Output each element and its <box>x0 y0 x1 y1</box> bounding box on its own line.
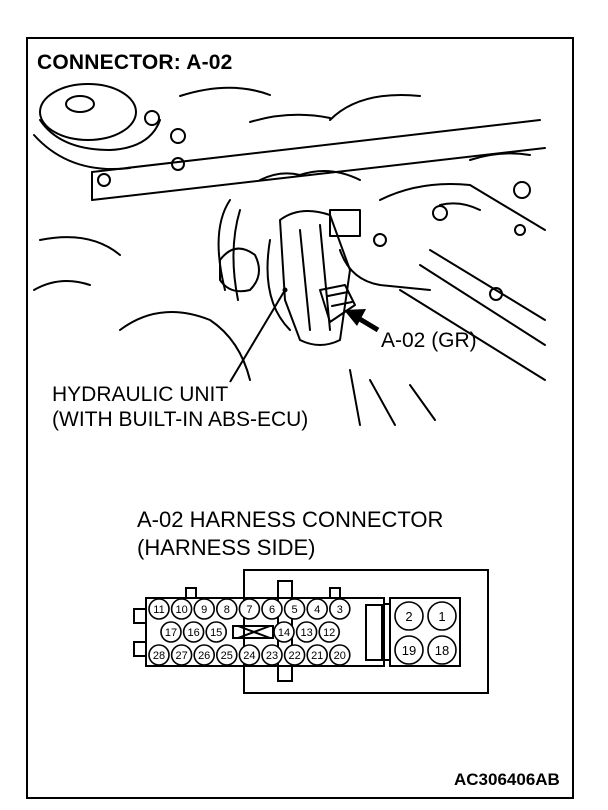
connector-pin-label: 10 <box>175 604 187 616</box>
connector-pin-label: 11 <box>153 604 164 616</box>
connector-pin-label: 23 <box>266 650 278 662</box>
connector-pin-label: 25 <box>221 650 233 662</box>
connector-pin-label: 16 <box>187 627 199 639</box>
connector-pin-24 <box>238 644 261 666</box>
figure-frame <box>26 37 574 799</box>
connector-pin-label: 26 <box>198 650 210 662</box>
connector-pin-19 <box>394 635 424 665</box>
connector-pin-28 <box>148 644 170 666</box>
connector-pin-8 <box>216 598 238 620</box>
connector-pin-21 <box>306 644 329 666</box>
connector-pin-15 <box>205 621 227 643</box>
connector-callout-label: A-02 (GR) <box>381 329 477 352</box>
hydraulic-unit-sublabel: (WITH BUILT-IN ABS-ECU) <box>52 408 309 431</box>
connector-pin-22 <box>283 644 306 666</box>
connector-pin-label: 4 <box>314 604 320 616</box>
connector-pin-4 <box>306 598 329 620</box>
connector-pin-label: 2 <box>405 609 412 624</box>
connector-pin-5 <box>283 598 306 620</box>
hydraulic-unit-label: HYDRAULIC UNIT <box>52 383 229 406</box>
connector-pin-9 <box>193 598 215 620</box>
connector-pin-label: 12 <box>323 627 335 639</box>
connector-pin-12 <box>318 621 341 643</box>
connector-pin-label: 22 <box>288 650 300 662</box>
connector-pin-11 <box>148 598 170 620</box>
connector-pin-label: 19 <box>402 643 416 658</box>
harness-connector-face <box>133 569 489 694</box>
connector-pin-7 <box>238 598 261 620</box>
connector-pin-label: 1 <box>438 609 445 624</box>
connector-pin-label: 24 <box>243 650 255 662</box>
page-title: CONNECTOR: A-02 <box>37 51 233 74</box>
figure-code: AC306406AB <box>454 770 560 789</box>
connector-pin-label: 27 <box>175 650 187 662</box>
engine-bay-drawing <box>33 83 546 426</box>
connector-pin-label: 18 <box>435 643 449 658</box>
connector-pin-label: 7 <box>246 604 252 616</box>
connector-pin-13 <box>295 621 318 643</box>
connector-pin-label: 14 <box>278 627 290 639</box>
connector-pin-label: 8 <box>224 604 230 616</box>
harness-connector-title: A-02 HARNESS CONNECTOR <box>137 507 444 532</box>
connector-pin-label: 15 <box>210 627 222 639</box>
connector-pin-label: 5 <box>292 604 298 616</box>
connector-pin-3 <box>328 598 351 620</box>
connector-pin-label: 3 <box>337 604 343 616</box>
connector-pin-26 <box>193 644 215 666</box>
connector-pin-23 <box>261 644 283 666</box>
connector-pin-18 <box>427 635 457 665</box>
connector-pin-label: 6 <box>269 604 275 616</box>
connector-pin-25 <box>216 644 238 666</box>
connector-pin-14 <box>273 621 295 643</box>
hydraulic-unit-leader <box>229 289 286 383</box>
connector-pin-label: 13 <box>300 627 312 639</box>
connector-pin-27 <box>170 644 193 666</box>
connector-pin-label: 20 <box>334 650 346 662</box>
connector-pin-label: 17 <box>165 627 177 639</box>
connector-pin-10 <box>170 598 193 620</box>
connector-pin-20 <box>328 644 351 666</box>
connector-pin-label: 28 <box>153 650 165 662</box>
connector-pin-6 <box>261 598 283 620</box>
connector-pin-label: 21 <box>311 650 323 662</box>
connector-pin-17 <box>160 621 182 643</box>
connector-pin-label: 9 <box>201 604 207 616</box>
harness-connector-subtitle: (HARNESS SIDE) <box>137 535 316 560</box>
connector-pin-2 <box>394 601 424 631</box>
connector-pin-1 <box>427 601 457 631</box>
connector-arrow <box>344 309 380 333</box>
connector-pin-16 <box>182 621 205 643</box>
